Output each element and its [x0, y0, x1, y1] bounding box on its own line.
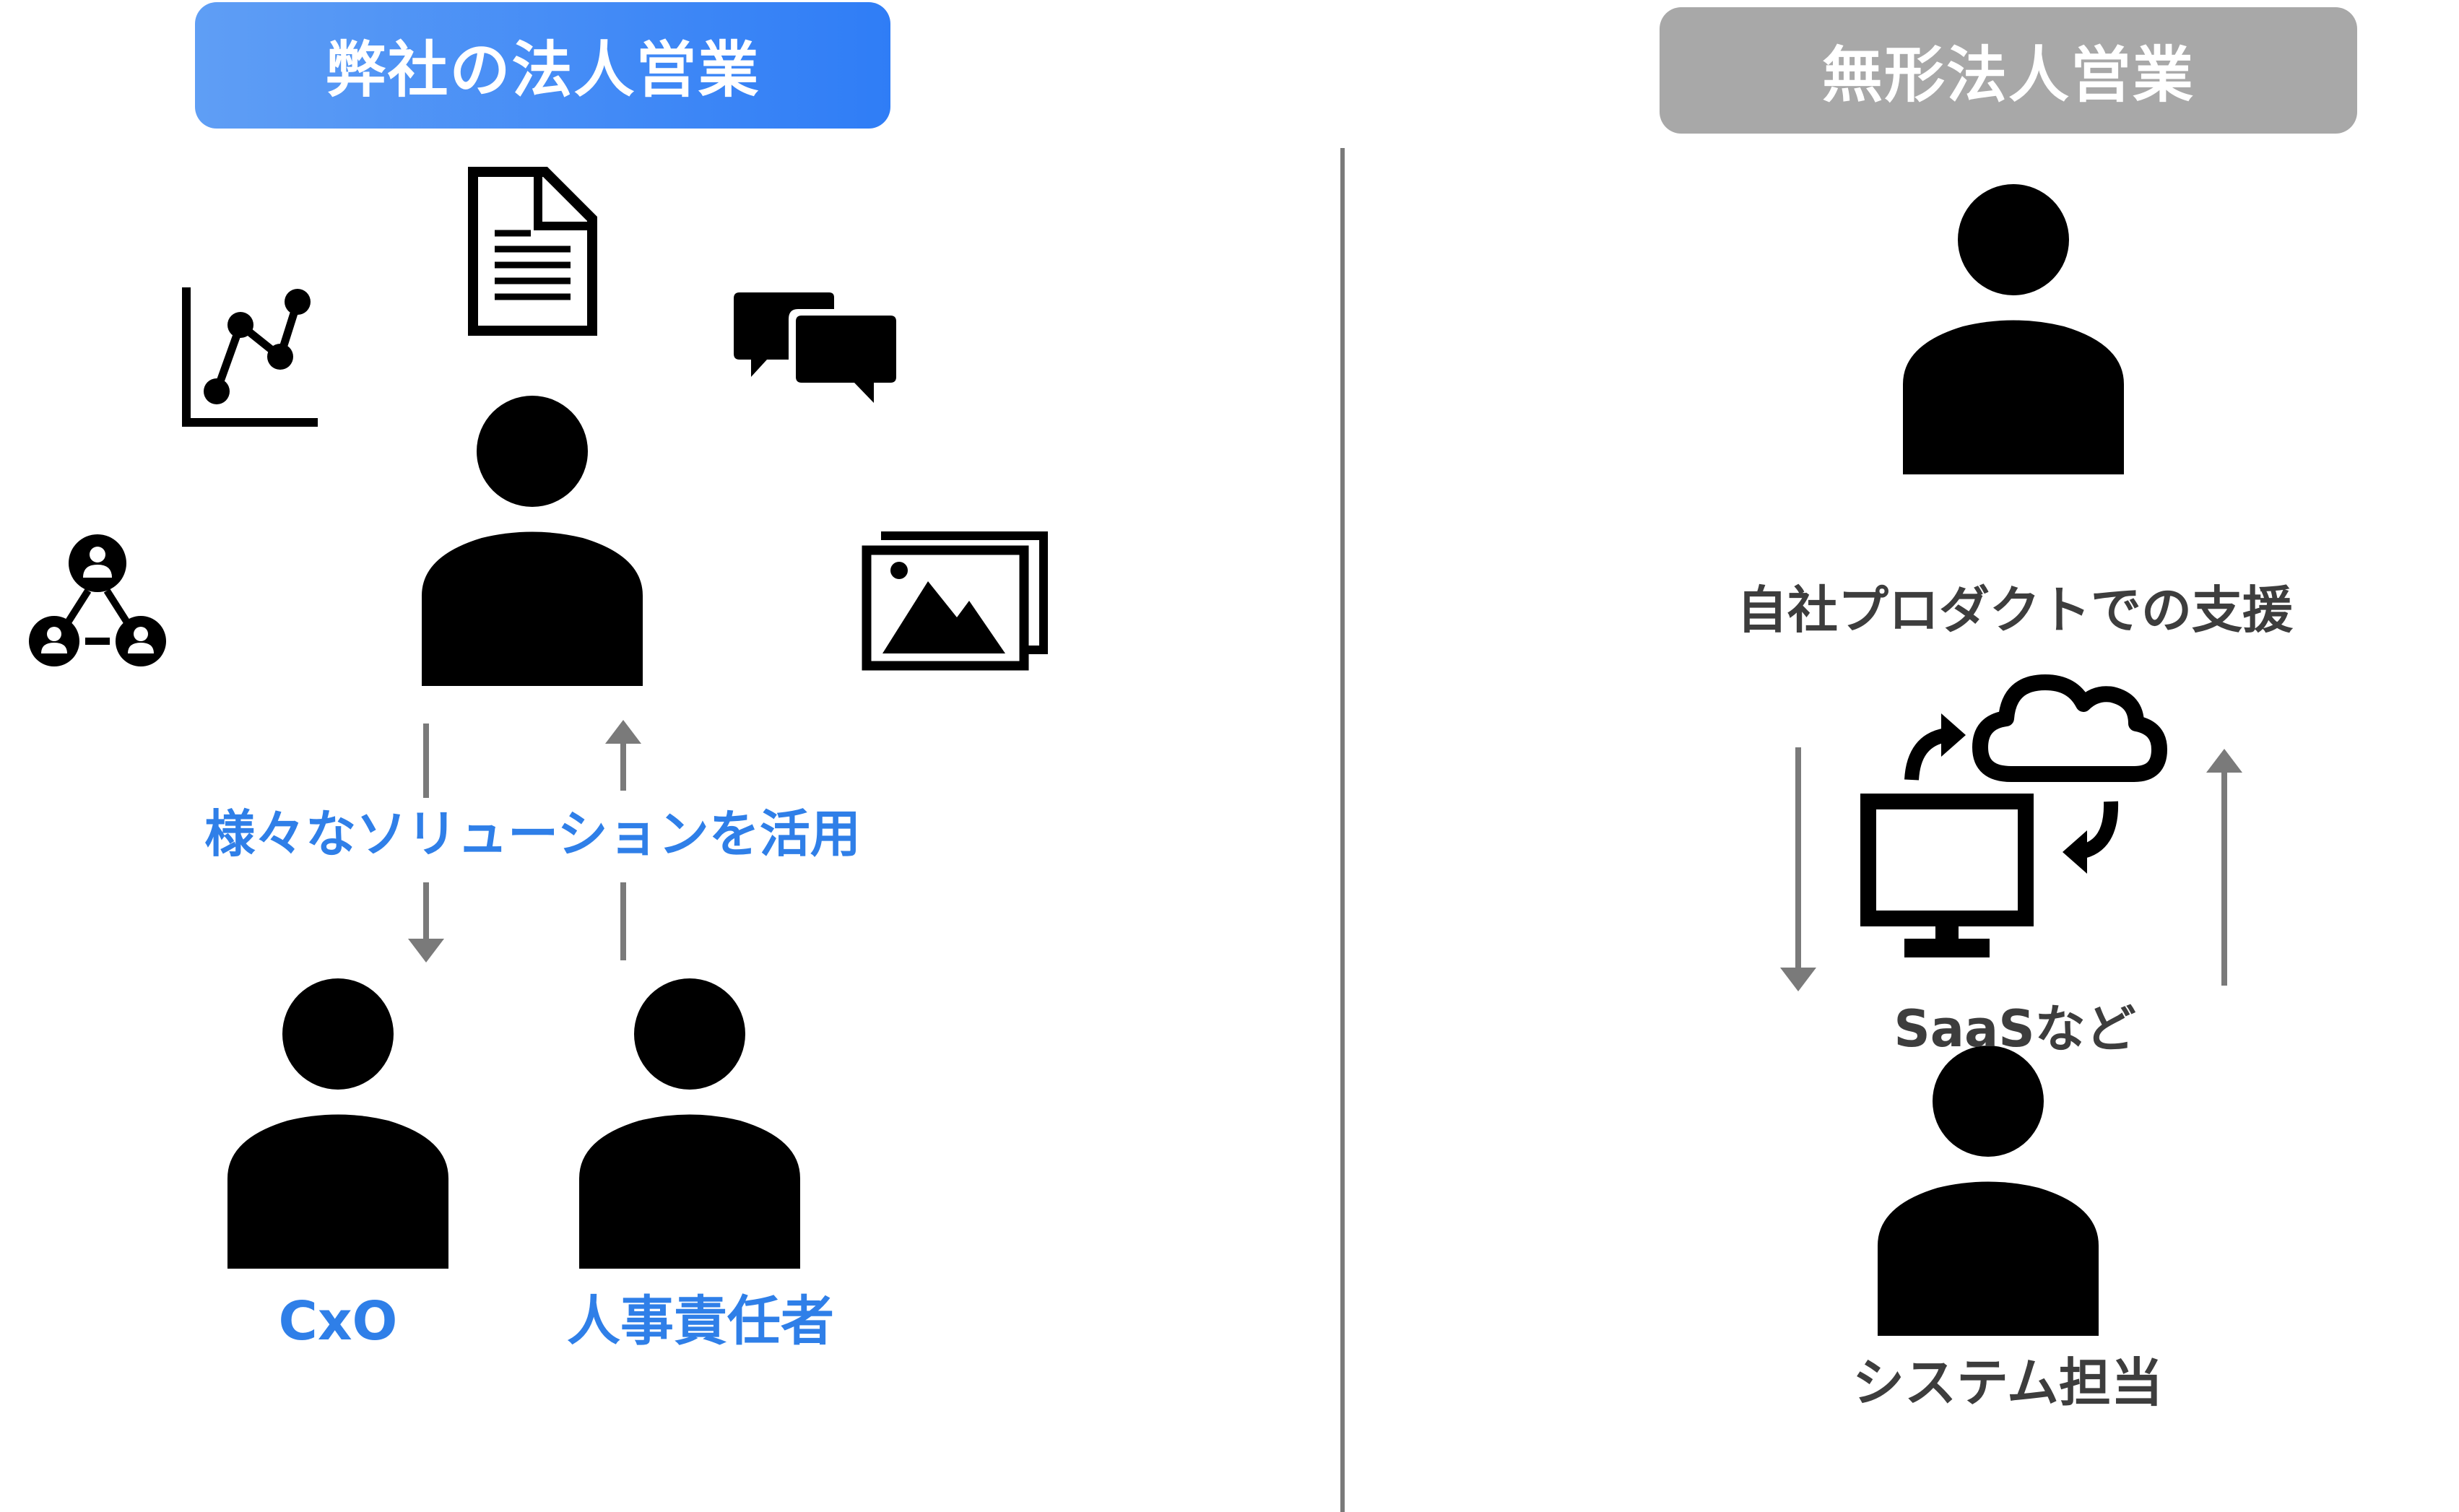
arrow-up-right: [2206, 749, 2242, 986]
left-title: 弊社の法人営業: [325, 35, 760, 105]
sync-arrow-top-icon: [1904, 713, 1966, 781]
arrow-up-left: [605, 720, 641, 960]
solution-label: 様々なソリューションを活用: [204, 804, 861, 864]
support-label: 自社プロダクトでの支援: [1737, 581, 2293, 640]
hr-manager-label: 人事責任者: [567, 1290, 834, 1352]
saas-label: SaaSなど: [1894, 999, 2136, 1059]
sales-rep-person-icon: [1903, 184, 2124, 474]
system-admin-label: システム担当: [1852, 1352, 2163, 1413]
chat-icon: [734, 292, 896, 403]
arrow-down-left: [408, 724, 444, 963]
left-title-badge: 弊社の法人営業: [195, 2, 890, 129]
arrow-down-right: [1780, 747, 1816, 991]
document-icon: [468, 167, 597, 336]
network-icon: [29, 534, 166, 666]
right-title-badge: 無形法人営業: [1660, 7, 2357, 134]
sync-arrow-bottom-icon: [2063, 801, 2119, 874]
system-admin-person-icon: [1878, 1046, 2099, 1336]
salesperson-icon: [422, 396, 643, 686]
right-title: 無形法人営業: [1821, 40, 2195, 110]
image-gallery-icon: [862, 531, 1048, 671]
cxo-person-icon: [227, 978, 448, 1269]
cxo-label: CxO: [278, 1290, 398, 1352]
monitor-icon: [1860, 794, 2034, 957]
cloud-icon: [1972, 674, 2167, 782]
hr-person-icon: [579, 978, 800, 1269]
line-chart-icon: [182, 287, 318, 427]
